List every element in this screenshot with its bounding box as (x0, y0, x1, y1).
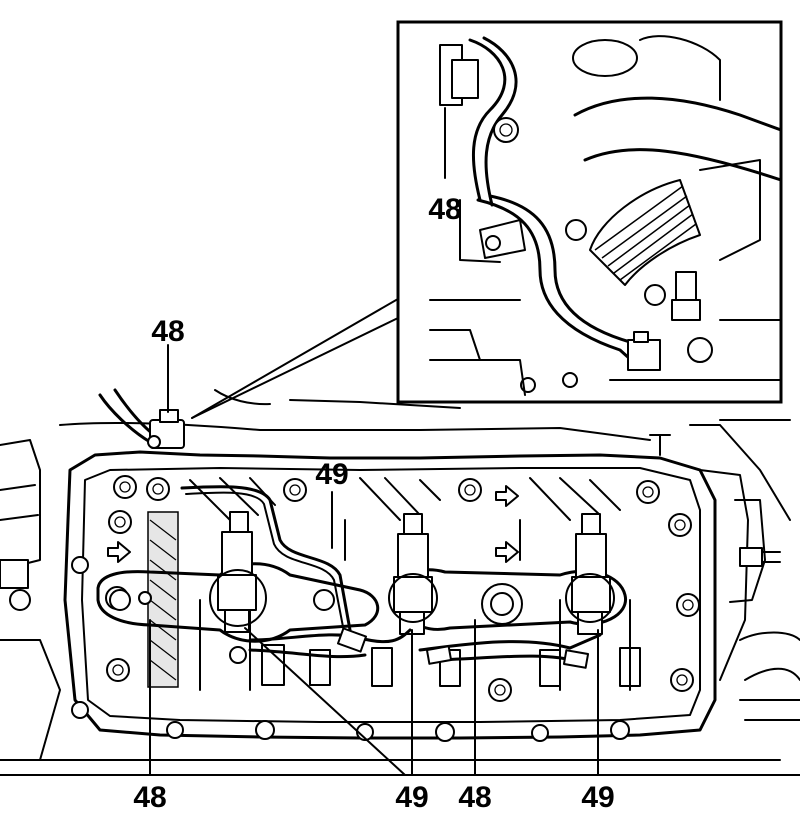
direction-arrow-3 (495, 541, 519, 563)
fuel-lines (180, 485, 602, 669)
cylinder-head-assembly (0, 291, 800, 776)
injector-clamp-left (96, 562, 379, 643)
callout-inset-48: 48 (428, 193, 461, 226)
injector-2 (388, 513, 438, 635)
injector-3 (565, 513, 615, 635)
leader-lines (149, 491, 599, 776)
rim-bolts (71, 475, 700, 742)
direction-arrow-2 (495, 485, 519, 507)
direction-arrow-1 (107, 541, 131, 563)
injector-1 (209, 511, 267, 664)
callout-bottom-49-mid: 49 (395, 781, 428, 814)
callout-bottom-48-mid: 48 (458, 781, 491, 814)
callout-top-48: 48 (151, 315, 184, 348)
camshaft-lobes (199, 599, 641, 691)
connector-48-top (98, 344, 185, 449)
callout-bottom-48-left: 48 (133, 781, 166, 814)
callout-top-49: 49 (315, 458, 348, 491)
callout-bottom-49-right: 49 (581, 781, 614, 814)
zoom-line-1 (191, 317, 399, 419)
detail-inset (396, 20, 783, 404)
zoom-line-2 (191, 291, 411, 419)
